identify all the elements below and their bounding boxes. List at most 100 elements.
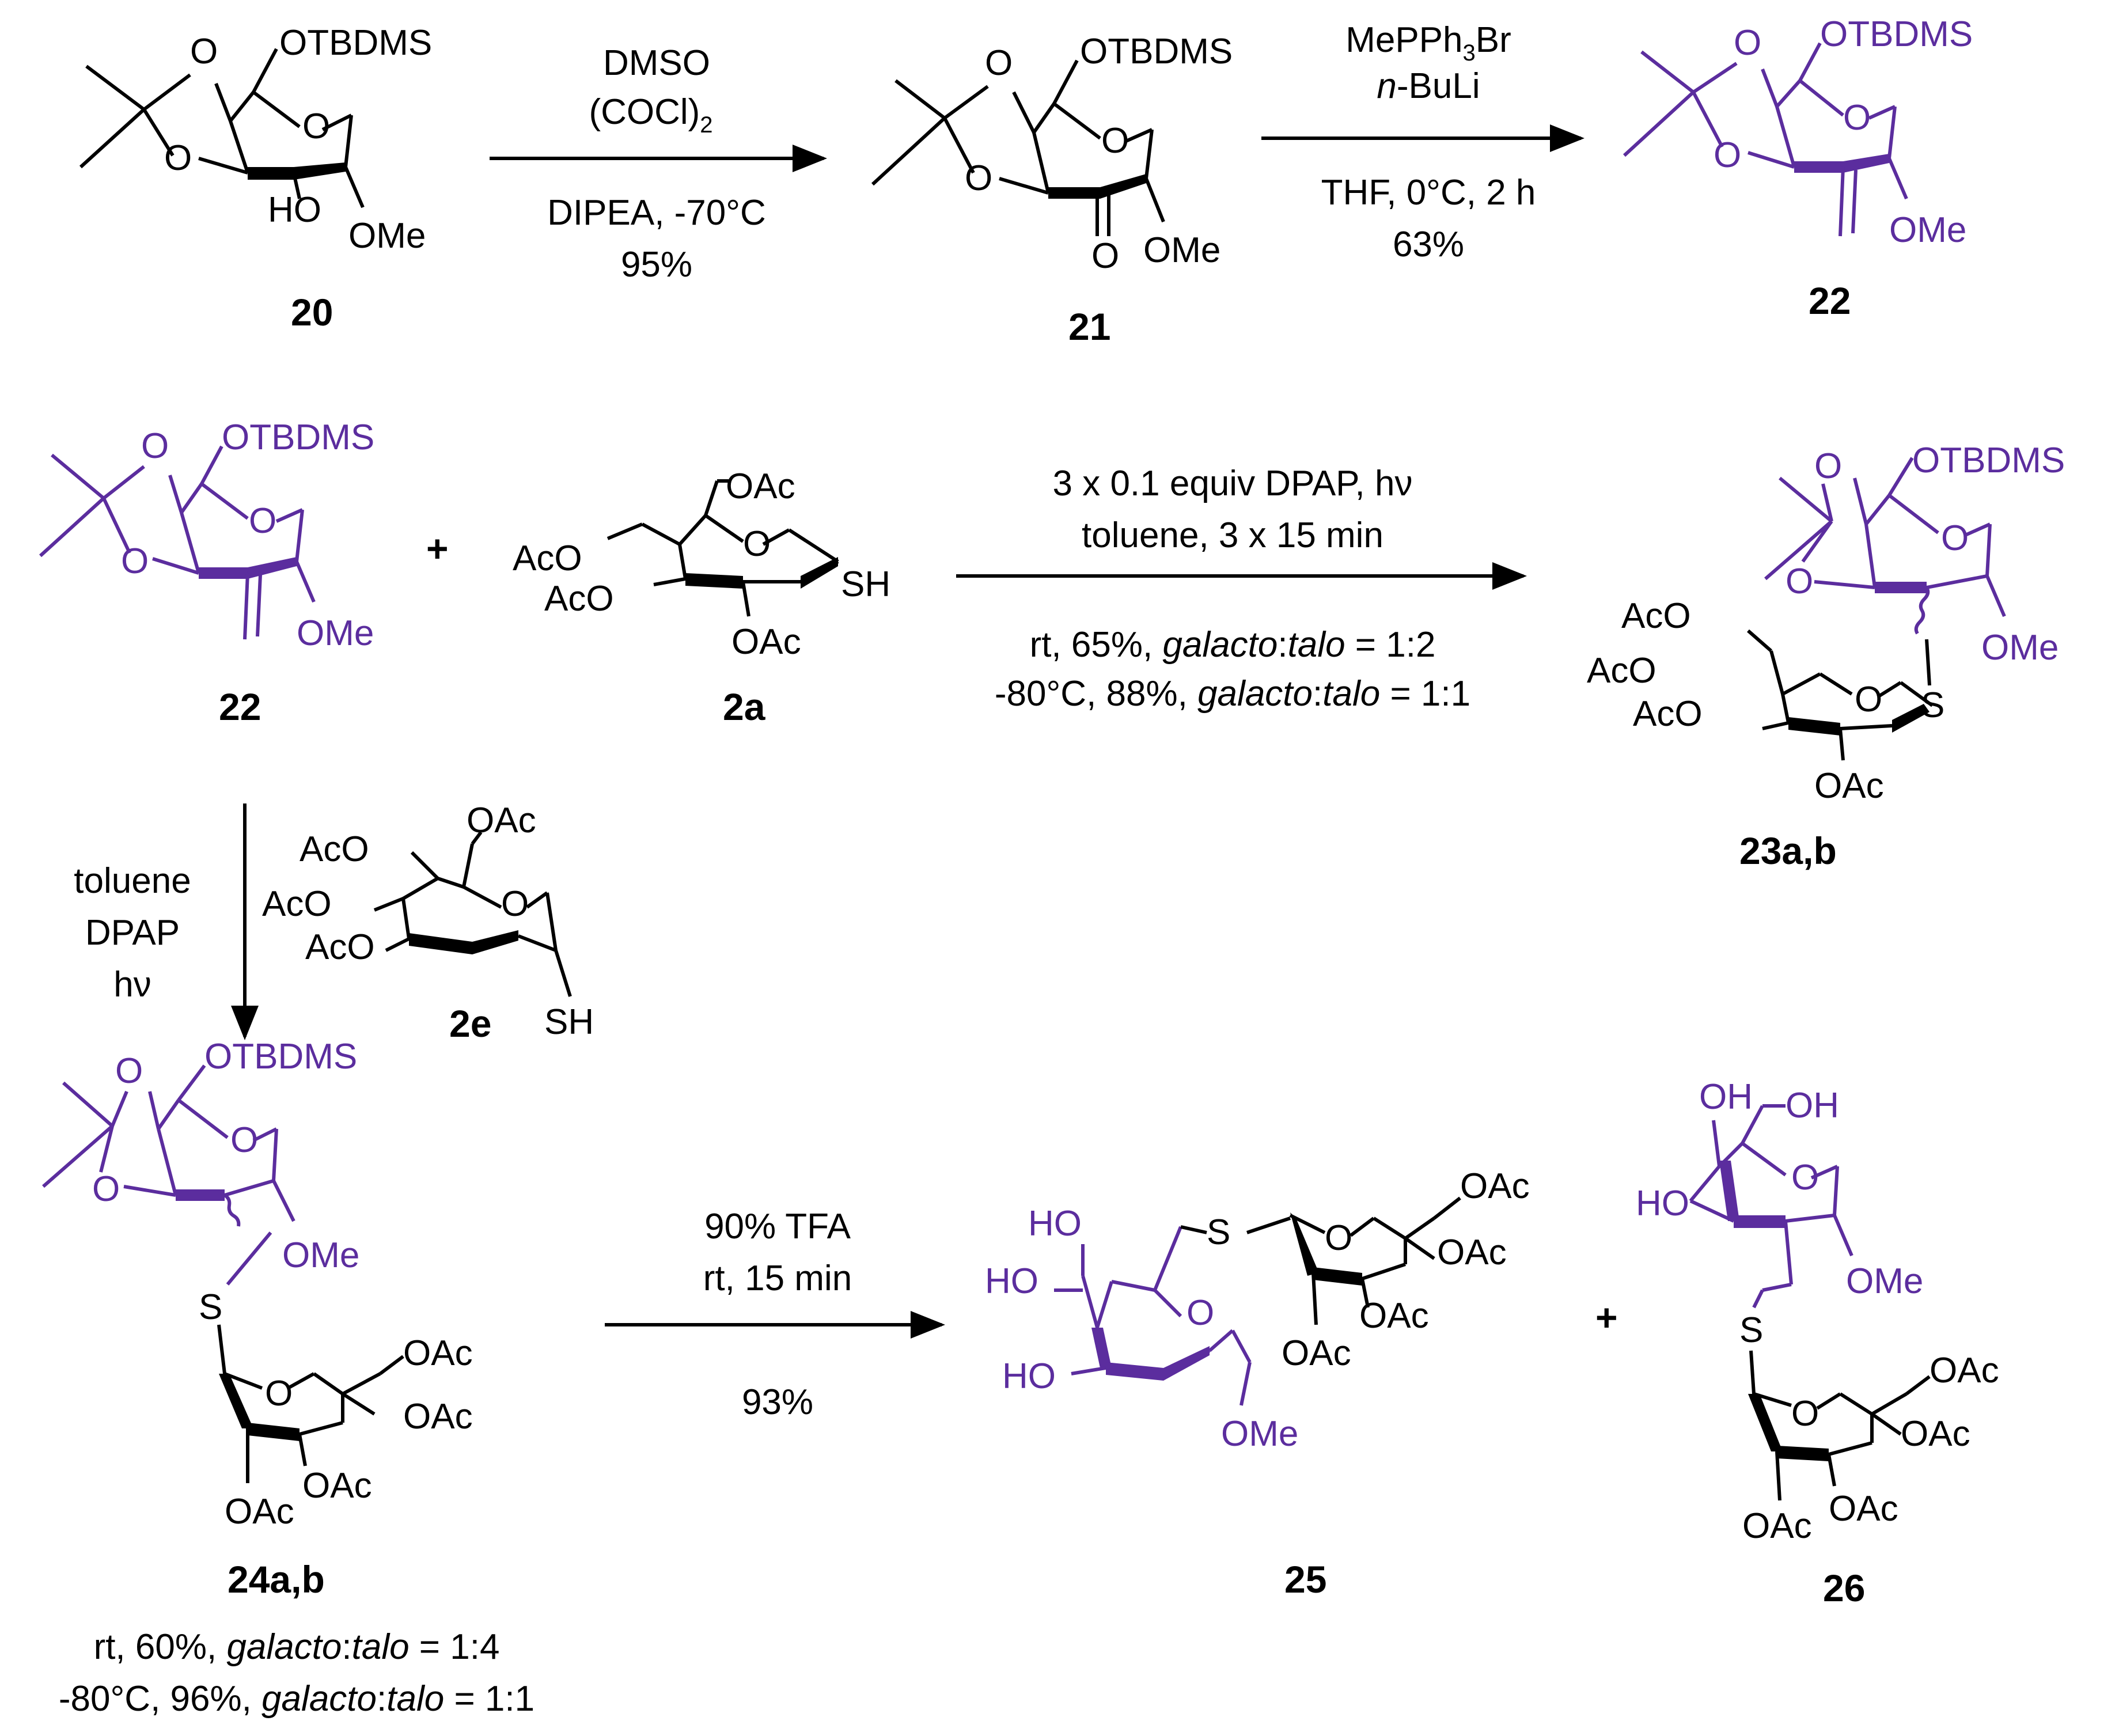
c26-s: S	[1739, 1310, 1763, 1350]
c24-ome: OMe	[282, 1235, 359, 1275]
c22b-ome: OMe	[297, 613, 374, 653]
c2a-label: 2a	[723, 685, 766, 728]
c22b-o2: O	[121, 541, 149, 581]
c24-oac3: OAc	[302, 1466, 372, 1506]
c20-ome: OMe	[348, 216, 426, 256]
c23-oac2: OAc	[1814, 766, 1884, 806]
c23-o1: O	[1814, 446, 1842, 486]
c23-aco4: AcO	[1587, 651, 1656, 691]
c25-oac4: OAc	[1437, 1233, 1507, 1272]
c2e-aco3: AcO	[305, 927, 375, 967]
c22b-otbdms: OTBDMS	[222, 418, 374, 457]
c25-ho3: HO	[1002, 1356, 1056, 1396]
c21-otbdms: OTBDMS	[1080, 32, 1233, 71]
c2a-o-ring: O	[743, 524, 771, 564]
c21-o1: O	[985, 43, 1013, 83]
compound-22-left	[39, 445, 316, 640]
c23-s: S	[1921, 685, 1944, 725]
c23-o-ring2: O	[1855, 680, 1882, 719]
c24-footnote-2: -80°C, 96%, galacto:talo = 1:1	[59, 1679, 535, 1719]
c22a-o1: O	[1734, 23, 1761, 63]
c26-oac2: OAc	[1742, 1506, 1812, 1546]
c22a-o2: O	[1714, 135, 1741, 175]
c2e-label: 2e	[449, 1002, 491, 1045]
c20-o-ring: O	[302, 107, 330, 146]
compound-22-top	[1623, 42, 1908, 237]
c2e-o-ring: O	[501, 884, 529, 924]
c25-o-ring2: O	[1325, 1218, 1352, 1258]
c25-oac6: OAc	[1460, 1166, 1530, 1206]
c20-o1: O	[190, 32, 218, 71]
c25-oac3: OAc	[1359, 1296, 1429, 1336]
compound-24ab-lower	[217, 1324, 404, 1483]
c2e-aco4: AcO	[262, 884, 332, 924]
compound-21	[871, 59, 1165, 236]
c2e-aco6: AcO	[300, 829, 369, 869]
c24-s: S	[199, 1287, 222, 1327]
r5-line1: 90% TFA	[704, 1207, 851, 1246]
r1-line3: DIPEA, -70°C	[547, 193, 766, 233]
c25-ome: OMe	[1221, 1414, 1298, 1454]
r2-line4: 63%	[1393, 225, 1464, 264]
c25-ho4: HO	[985, 1261, 1038, 1301]
compound-26-sugar	[1689, 1104, 1853, 1309]
c22a-label: 22	[1809, 279, 1851, 322]
c24-oac2: OAc	[225, 1492, 294, 1532]
c24-footnote-1: rt, 60%, galacto:talo = 1:4	[94, 1627, 500, 1667]
c25-label: 25	[1284, 1558, 1326, 1601]
r2-line2: n-BuLi	[1377, 66, 1480, 106]
c24-o1: O	[115, 1051, 143, 1091]
c22a-o-ring: O	[1843, 98, 1871, 138]
c23-aco3: AcO	[1633, 694, 1703, 734]
c2a-aco4: AcO	[513, 539, 582, 578]
c22a-ome: OMe	[1889, 210, 1966, 250]
c20-otbdms: OTBDMS	[279, 23, 432, 63]
c2a-oac6: OAc	[726, 467, 795, 506]
c2e-sh: SH	[544, 1002, 594, 1042]
r3-line2: toluene, 3 x 15 min	[1082, 516, 1383, 555]
compound-23ab-lower	[1747, 629, 1934, 761]
r3-line4: -80°C, 88%, galacto:talo = 1:1	[995, 674, 1470, 714]
c23-ome: OMe	[1981, 628, 2059, 668]
c23-label: 23a,b	[1739, 829, 1837, 872]
r4-line1: toluene	[74, 861, 191, 901]
c2a-oac2: OAc	[731, 622, 801, 662]
compound-24ab-upper	[42, 1064, 295, 1286]
c22b-label: 22	[219, 685, 261, 728]
r1-line1: DMSO	[603, 43, 710, 83]
r1-line2: (COCl)2	[589, 92, 712, 138]
c22b-o1: O	[141, 426, 169, 466]
c25-o-ring: O	[1187, 1293, 1214, 1333]
r5-line2: rt, 15 min	[703, 1259, 852, 1298]
r3-line1: 3 x 0.1 equiv DPAP, hν	[1053, 464, 1413, 503]
compound-26-thiosugar	[1748, 1350, 1931, 1501]
plus-sign-2: +	[1595, 1296, 1618, 1339]
c23-aco6: AcO	[1621, 596, 1691, 636]
compound-2a	[606, 479, 839, 617]
r2-line3: THF, 0°C, 2 h	[1321, 173, 1536, 213]
c20-label: 20	[291, 291, 333, 333]
c25-s: S	[1207, 1212, 1230, 1252]
c24-oac4: OAc	[403, 1397, 473, 1436]
r5-line3: 93%	[742, 1382, 813, 1422]
c22b-o-ring: O	[249, 501, 276, 541]
c21-o-ring: O	[1101, 121, 1129, 161]
c24-o-ring: O	[230, 1120, 258, 1160]
c26-o-ring2: O	[1791, 1394, 1819, 1434]
c22a-otbdms: OTBDMS	[1820, 14, 1973, 54]
c26-oh6: OH	[1786, 1086, 1839, 1125]
c26-o-ring: O	[1791, 1158, 1819, 1197]
r2-line1: MePPh3Br	[1345, 20, 1511, 66]
compound-2e	[373, 831, 572, 997]
c24-oac6: OAc	[403, 1333, 473, 1373]
r3-line3: rt, 65%, galacto:talo = 1:2	[1030, 625, 1436, 665]
c20-ho: HO	[268, 190, 321, 230]
c26-oh4: OH	[1699, 1077, 1753, 1117]
c24-label: 24a,b	[228, 1558, 325, 1601]
c23-otbdms: OTBDMS	[1912, 441, 2065, 480]
c2a-aco3: AcO	[544, 579, 614, 619]
c23-o-ring: O	[1941, 518, 1969, 558]
compound-23ab-upper	[1764, 457, 2006, 635]
compound-25-thiosugar	[1180, 1196, 1461, 1325]
